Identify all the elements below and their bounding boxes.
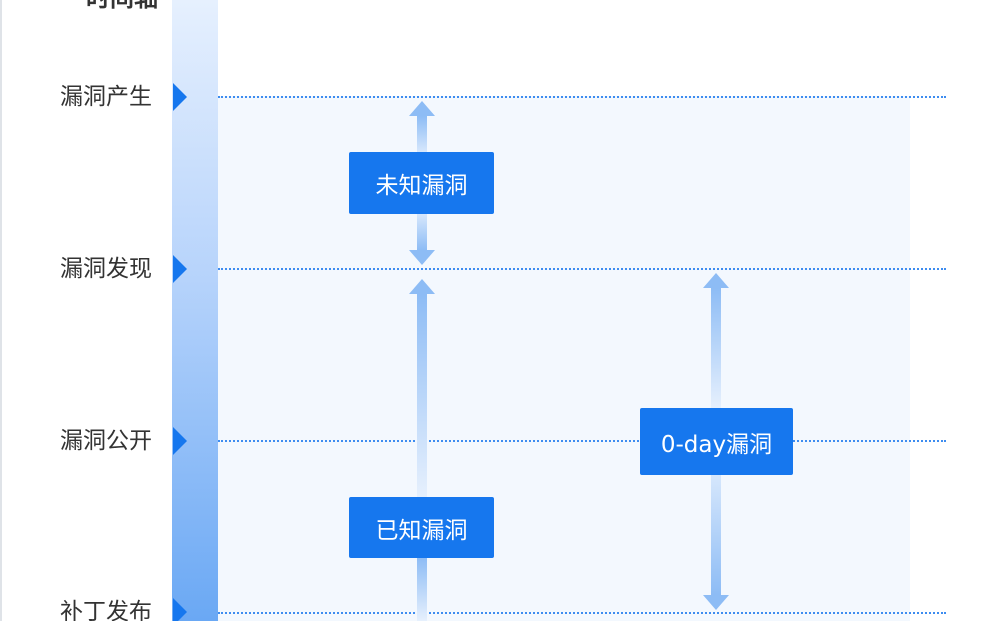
badge-unknown-vulnerability: 未知漏洞 [349, 152, 494, 214]
milestone-marker-icon [173, 83, 187, 111]
axis-title: 时间轴 [86, 0, 158, 10]
frame-border [0, 0, 2, 621]
milestone-label-vuln-disclosed: 漏洞公开 [60, 428, 152, 454]
zero-day-down-arrow [703, 475, 729, 610]
unknown-phase-up-arrow [409, 101, 435, 152]
milestone-marker-icon [173, 427, 187, 455]
known-phase-tail [417, 558, 427, 621]
milestone-line-vuln-discovered [218, 268, 946, 270]
zero-day-up-arrow [703, 273, 729, 408]
milestone-label-vuln-created: 漏洞产生 [60, 84, 152, 110]
milestone-label-patch-released: 补丁发布 [60, 599, 152, 621]
badge-known-vulnerability: 已知漏洞 [349, 497, 494, 558]
badge-zero-day-vulnerability: 0-day漏洞 [640, 408, 793, 475]
milestone-line-vuln-created [218, 96, 946, 98]
known-phase-up-arrow [409, 279, 435, 497]
milestone-marker-icon [173, 255, 187, 283]
background-panel [218, 96, 910, 621]
milestone-line-patch-released [218, 612, 946, 614]
milestone-marker-icon [173, 598, 187, 621]
milestone-line-vuln-disclosed [218, 440, 946, 442]
milestone-label-vuln-discovered: 漏洞发现 [60, 256, 152, 282]
unknown-phase-down-arrow [409, 214, 435, 265]
